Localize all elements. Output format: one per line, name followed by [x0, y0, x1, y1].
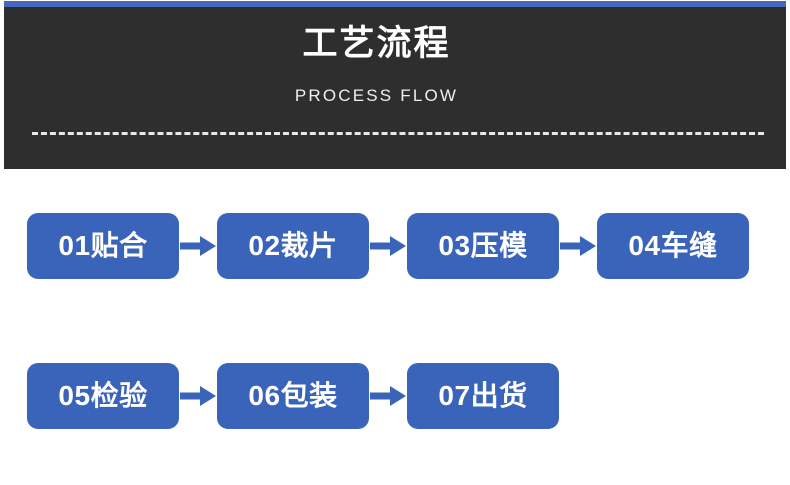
top-accent-bar: [4, 1, 786, 7]
arrow-right-icon: [559, 234, 597, 258]
process-flow-diagram: 01贴合 02裁片 03压模 04车缝 05检验: [0, 169, 790, 485]
page-title: 工艺流程: [302, 24, 451, 63]
flow-step-07[interactable]: 07出货: [407, 363, 559, 429]
dashed-divider: [32, 132, 764, 135]
page-subtitle: PROCESS FLOW: [294, 86, 459, 105]
header-content: 工艺流程 PROCESS FLOW: [4, 7, 786, 169]
flow-step-label: 07出货: [438, 380, 528, 411]
flow-step-label: 01贴合: [58, 230, 148, 261]
flow-row-1: 01贴合 02裁片 03压模 04车缝: [27, 213, 749, 279]
flow-step-01[interactable]: 01贴合: [27, 213, 179, 279]
flow-step-label: 02裁片: [248, 230, 338, 261]
arrow-right-icon: [369, 234, 407, 258]
flow-step-label: 06包装: [248, 380, 338, 411]
flow-step-05[interactable]: 05检验: [27, 363, 179, 429]
arrow-right-icon: [179, 384, 217, 408]
arrow-right-icon: [369, 384, 407, 408]
flow-step-label: 03压模: [438, 230, 528, 261]
flow-step-06[interactable]: 06包装: [217, 363, 369, 429]
flow-step-04[interactable]: 04车缝: [597, 213, 749, 279]
flow-step-label: 04车缝: [628, 230, 718, 261]
flow-step-03[interactable]: 03压模: [407, 213, 559, 279]
flow-step-02[interactable]: 02裁片: [217, 213, 369, 279]
arrow-right-icon: [179, 234, 217, 258]
flow-step-label: 05检验: [58, 380, 148, 411]
flow-row-2: 05检验 06包装 07出货: [27, 363, 559, 429]
header-banner: 工艺流程 PROCESS FLOW: [4, 1, 786, 169]
